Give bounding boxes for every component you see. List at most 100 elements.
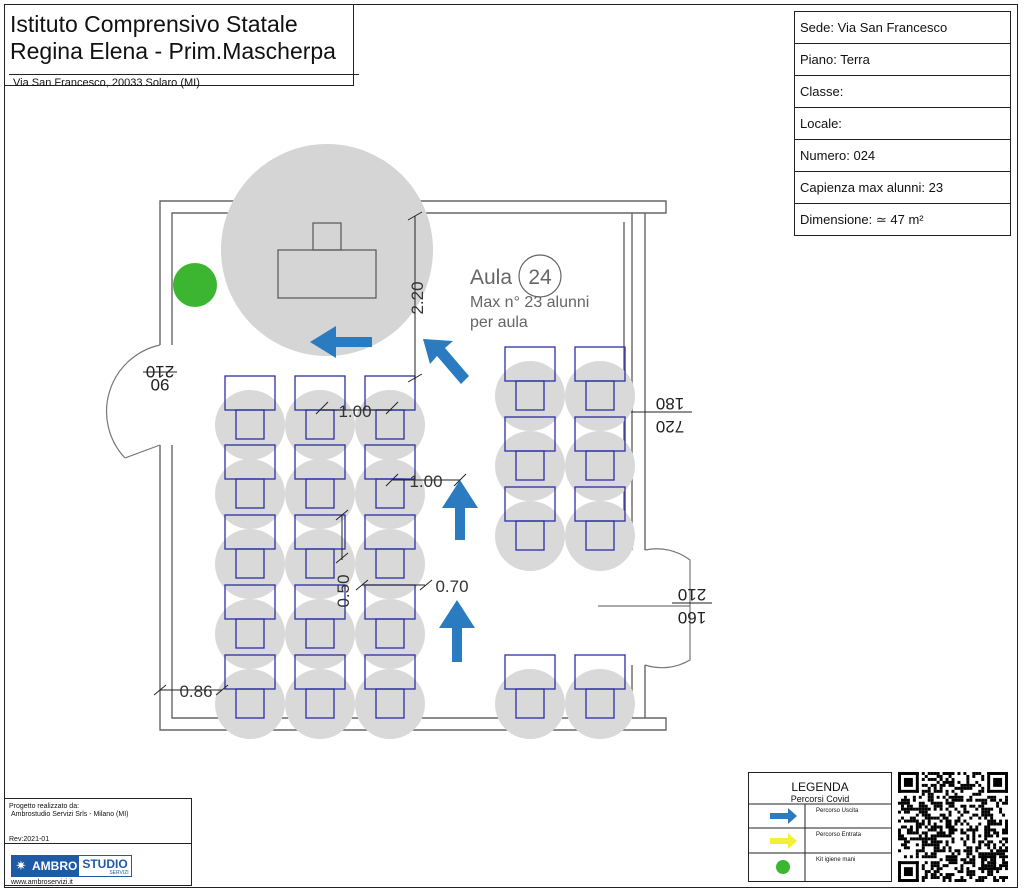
qr-module [990, 870, 994, 874]
qr-module [987, 861, 991, 865]
qr-module [927, 786, 931, 790]
student-chair [375, 688, 405, 719]
qr-module [960, 783, 964, 787]
qr-module [975, 780, 979, 784]
qr-module [984, 864, 988, 868]
qr-module [942, 780, 946, 784]
qr-module [954, 795, 958, 799]
legend-graphics [748, 803, 892, 882]
qr-module [939, 807, 943, 811]
qr-module [930, 861, 934, 865]
qr-module [969, 798, 973, 802]
qr-module [996, 822, 1000, 826]
qr-module [981, 774, 985, 778]
qr-module [972, 828, 976, 832]
qr-module [954, 828, 958, 832]
qr-module [948, 819, 952, 823]
qr-module [930, 864, 934, 868]
qr-module [996, 834, 1000, 838]
qr-module [972, 861, 976, 865]
qr-module [951, 795, 955, 799]
qr-module [921, 864, 925, 868]
qr-module [1005, 822, 1008, 826]
qr-module [960, 876, 964, 880]
qr-module [969, 858, 973, 862]
qr-module [978, 798, 982, 802]
qr-module [966, 810, 970, 814]
qr-module [963, 879, 967, 882]
qr-module [1002, 858, 1006, 862]
qr-module [981, 810, 985, 814]
qr-module [933, 772, 937, 775]
qr-module [930, 855, 934, 859]
qr-module [954, 819, 958, 823]
qr-module [900, 798, 904, 802]
qr-module [969, 804, 973, 808]
room-number: 24 [528, 266, 552, 289]
qr-module [993, 843, 997, 847]
qr-module [978, 789, 982, 793]
qr-module [945, 792, 949, 796]
qr-module [978, 804, 982, 808]
info-classe: Classe: [794, 75, 1011, 108]
logo-text-studio: STUDIO [82, 857, 128, 871]
qr-module [921, 772, 925, 775]
qr-module [945, 801, 949, 805]
qr-module [990, 834, 994, 838]
qr-module [933, 843, 937, 847]
qr-module [963, 843, 967, 847]
qr-module [984, 813, 988, 817]
qr-module [960, 813, 964, 817]
qr-module [999, 855, 1003, 859]
qr-module [990, 798, 994, 802]
seat-circle [355, 390, 425, 460]
qr-module [981, 807, 985, 811]
qr-module [903, 840, 907, 844]
qr-module [930, 867, 934, 871]
qr-module [948, 879, 952, 882]
qr-module [969, 849, 973, 853]
teacher-chair [312, 222, 342, 251]
qr-module [930, 783, 934, 787]
qr-module [969, 816, 973, 820]
qr-module [1005, 861, 1008, 865]
qr-module [927, 855, 931, 859]
seat-circle [215, 669, 285, 739]
qr-module [927, 777, 931, 781]
student-chair [235, 618, 265, 649]
student-chair [515, 380, 545, 411]
qr-module [930, 825, 934, 829]
qr-module [963, 772, 967, 775]
qr-module [924, 855, 928, 859]
qr-module [898, 861, 901, 882]
qr-module [987, 840, 991, 844]
qr-module [945, 780, 949, 784]
qr-module [972, 813, 976, 817]
qr-module [1002, 861, 1006, 865]
qr-module [972, 855, 976, 859]
student-chair [515, 688, 545, 719]
qr-module [978, 876, 982, 880]
qr-module [1002, 876, 1006, 880]
qr-module [981, 801, 985, 805]
qr-module [960, 798, 964, 802]
qr-module [942, 795, 946, 799]
info-sede: Sede: Via San Francesco [794, 11, 1011, 44]
room-name: Aula [470, 266, 512, 289]
qr-module [966, 834, 970, 838]
qr-module [948, 774, 952, 778]
qr-module [987, 810, 991, 814]
qr-module [981, 852, 985, 856]
qr-module [957, 810, 961, 814]
qr-module [936, 846, 940, 850]
qr-module [978, 855, 982, 859]
qr-module [975, 849, 979, 853]
qr-module [963, 831, 967, 835]
qr-module [921, 876, 925, 880]
qr-module [933, 825, 937, 829]
seat-circle [355, 599, 425, 669]
qr-module [915, 825, 919, 829]
qr-module [918, 837, 922, 841]
qr-module [927, 813, 931, 817]
